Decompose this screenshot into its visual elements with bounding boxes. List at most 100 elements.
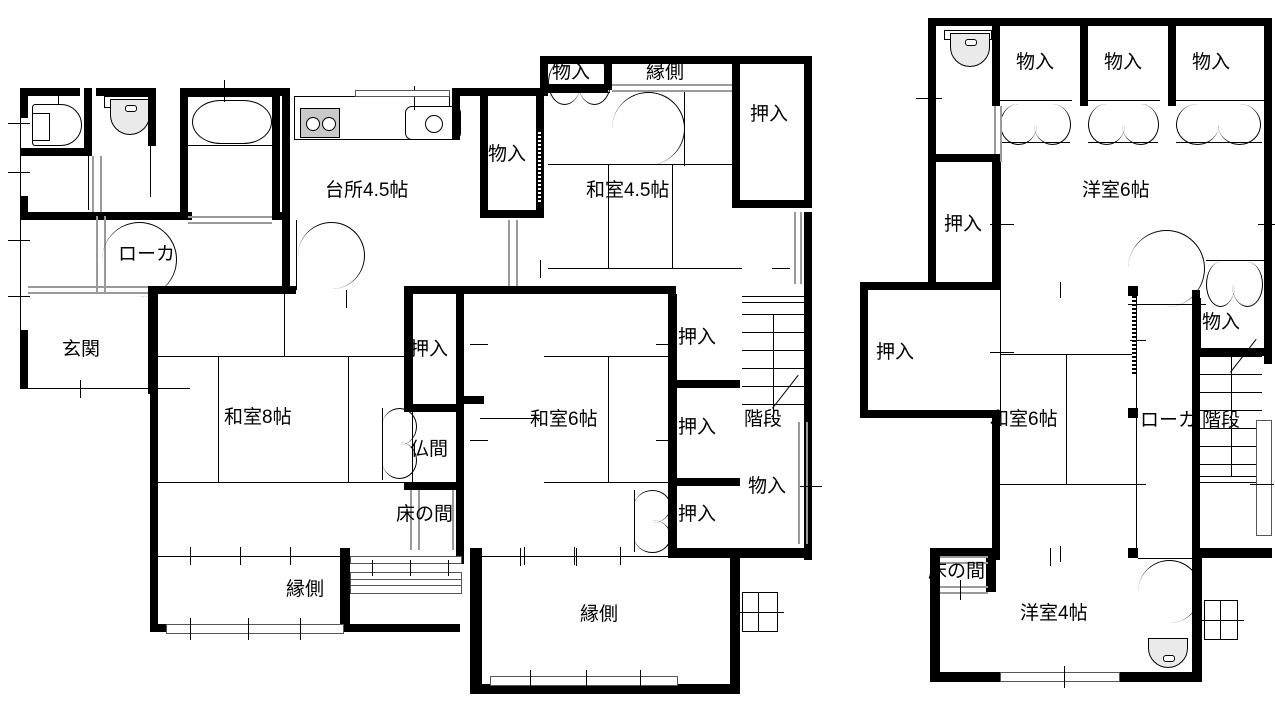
tatami-seam	[608, 356, 609, 482]
door-swing-arc	[634, 490, 671, 523]
room-label-tokonoma-2f: 床の間	[928, 561, 986, 582]
tatami-seam	[158, 482, 404, 483]
kitchen-window	[355, 90, 450, 97]
dimension-tick	[248, 618, 249, 640]
wall	[930, 548, 940, 682]
grid-line	[1200, 298, 1201, 348]
door-swing-arc	[1218, 104, 1261, 145]
wall	[452, 88, 460, 140]
wall	[992, 18, 1000, 106]
veranda-rail	[350, 572, 462, 594]
wall	[148, 96, 156, 146]
wall	[1168, 18, 1176, 106]
room-label-washitsu8: 和室8帖	[224, 407, 292, 428]
wall	[986, 548, 996, 592]
sliding-door-line	[800, 212, 802, 284]
room-label-monoire-d: 物入	[1202, 312, 1241, 333]
sliding-door-line	[794, 212, 796, 284]
sliding-door-line	[994, 106, 996, 162]
sliding-door-line	[612, 90, 732, 92]
wall	[804, 212, 812, 308]
door-swing-arc	[1000, 104, 1037, 145]
sliding-door-line	[28, 286, 156, 288]
grid-line	[1088, 100, 1160, 101]
door-swing-arc	[102, 222, 177, 297]
door-swing-arc	[548, 60, 581, 105]
wall	[480, 96, 488, 218]
dimension-tick	[586, 670, 587, 692]
door-leaf	[1138, 558, 1194, 559]
dimension-tick	[990, 352, 1014, 353]
grid-line	[548, 92, 610, 93]
tatami-seam	[672, 164, 673, 268]
wall	[404, 404, 464, 412]
wall	[480, 210, 544, 218]
stair-rail-2f	[1256, 420, 1272, 536]
wall	[20, 148, 92, 156]
room-label-monoire-right: 物入	[748, 476, 787, 497]
wall	[404, 286, 412, 410]
sliding-door-line	[188, 222, 272, 224]
grid-line	[1176, 100, 1264, 101]
dimension-tick	[656, 440, 674, 441]
sliding-door-line	[410, 490, 412, 550]
room-label-engawa-top: 縁側	[646, 62, 685, 83]
wall	[668, 478, 740, 486]
wall	[1128, 286, 1138, 296]
room-label-oshiire-r1: 押入	[678, 327, 717, 348]
wall	[452, 88, 548, 96]
grid-line	[58, 92, 59, 110]
door-swing-arc	[634, 520, 671, 553]
sliding-door-line	[516, 220, 518, 288]
dimension-tick	[1050, 548, 1051, 566]
wall	[860, 282, 868, 418]
wall	[456, 286, 464, 564]
wall	[804, 288, 812, 560]
wall	[20, 330, 28, 388]
dimension-tick	[142, 212, 160, 213]
grid-line	[20, 388, 190, 389]
wall	[992, 154, 1000, 290]
tatami-seam	[284, 294, 285, 356]
dimension-tick	[724, 268, 742, 269]
grid-line	[88, 148, 89, 210]
tatami-seam	[1066, 354, 1067, 484]
door-leaf	[634, 490, 635, 552]
wall	[20, 88, 28, 118]
sliding-door-line	[508, 220, 510, 288]
dimension-tick	[8, 123, 30, 124]
wall	[1192, 548, 1202, 682]
dimension-tick	[1060, 282, 1061, 298]
door-swing-arc	[298, 222, 365, 289]
sink-icon	[405, 106, 461, 140]
wall	[928, 154, 936, 290]
tatami-seam	[548, 268, 732, 269]
dimension-tick	[772, 268, 790, 269]
door-swing-arc	[1088, 104, 1125, 145]
wall	[148, 286, 296, 294]
dimension-tick	[190, 618, 191, 640]
dimension-tick	[80, 380, 81, 398]
sliding-door-line	[806, 422, 808, 544]
dimension-tick	[372, 560, 373, 576]
door-swing-arc	[1122, 104, 1159, 145]
door-swing-arc	[382, 442, 417, 479]
sliding-door-line	[798, 422, 800, 544]
wall	[930, 548, 986, 558]
veranda-window-bottom	[490, 676, 678, 686]
wall	[804, 56, 812, 208]
wall	[340, 624, 460, 632]
dimension-tick	[576, 548, 577, 566]
dimension-tick	[960, 580, 961, 600]
wall	[150, 624, 170, 632]
room-label-oshiire-2a: 押入	[944, 214, 983, 235]
sliding-door-line	[92, 156, 94, 212]
door-swing-arc	[382, 408, 417, 445]
dimension-tick	[448, 560, 449, 576]
bathtub-icon	[192, 100, 272, 144]
room-label-monoire-c: 物入	[1192, 52, 1231, 73]
sliding-door-line	[452, 490, 454, 550]
tatami-seam	[1136, 290, 1137, 554]
sliding-door-line	[940, 562, 988, 564]
